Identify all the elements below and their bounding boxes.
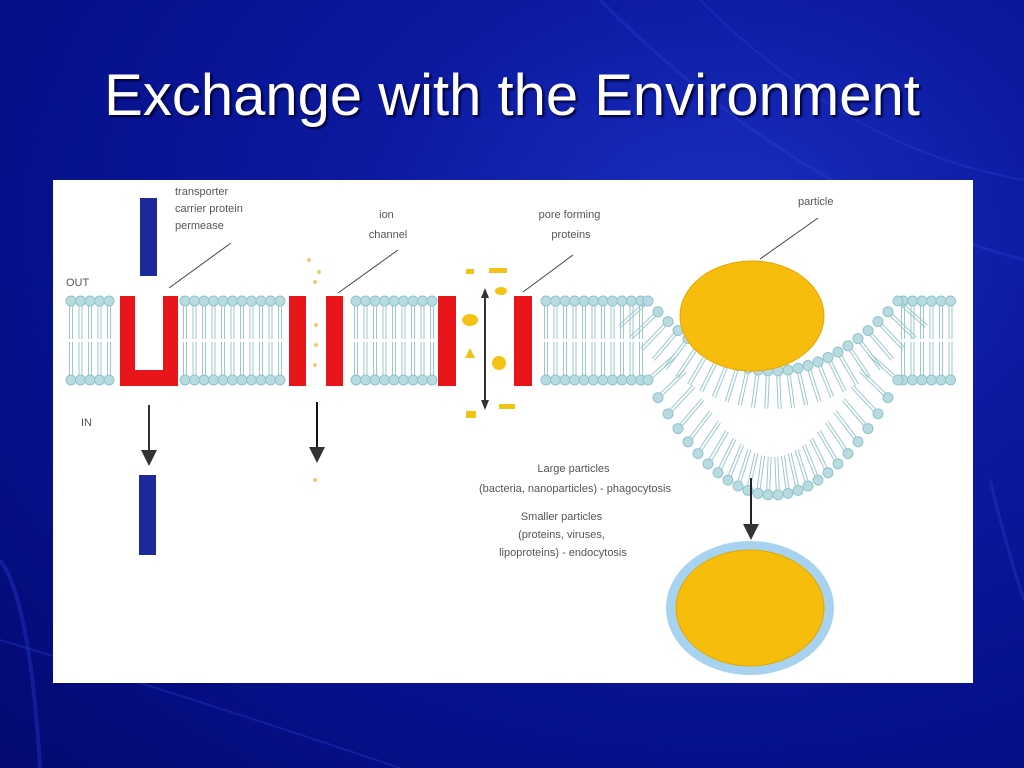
particle-pointer bbox=[759, 217, 819, 260]
ion-channel-left bbox=[289, 296, 306, 386]
transported-molecule-bottom bbox=[139, 475, 156, 555]
ion-channel-right bbox=[326, 296, 343, 386]
pore-label: pore forming proteins bbox=[539, 209, 604, 241]
ion-channel-label: ion channel bbox=[369, 209, 408, 241]
large-particles-text: Large particles (bacteria, nanoparticles… bbox=[479, 463, 671, 495]
pore-protein-left bbox=[438, 296, 456, 386]
ion-channel-pointer bbox=[337, 249, 399, 294]
transporter-protein bbox=[120, 296, 178, 386]
slide-title: Exchange with the Environment bbox=[104, 63, 920, 128]
transporter-pointer bbox=[168, 242, 232, 289]
particle bbox=[679, 260, 825, 372]
particle-label: particle bbox=[798, 196, 833, 208]
smaller-particles-text: Smaller particles (proteins, viruses, li… bbox=[499, 511, 627, 559]
transporter-label: transporter carrier protein permease bbox=[175, 186, 246, 232]
diagram-canvas: OUT IN transporter carrier protein perme… bbox=[65, 186, 956, 675]
pore-pointer bbox=[522, 254, 574, 293]
ions bbox=[307, 258, 321, 482]
out-label: OUT bbox=[66, 277, 90, 289]
in-label: IN bbox=[81, 417, 92, 429]
vesicle-content bbox=[675, 549, 825, 667]
transported-molecule-top bbox=[140, 198, 157, 276]
pore-protein-right bbox=[514, 296, 532, 386]
membrane-transport-diagram: OUT IN transporter carrier protein perme… bbox=[53, 180, 973, 683]
pore-molecules bbox=[462, 268, 515, 418]
